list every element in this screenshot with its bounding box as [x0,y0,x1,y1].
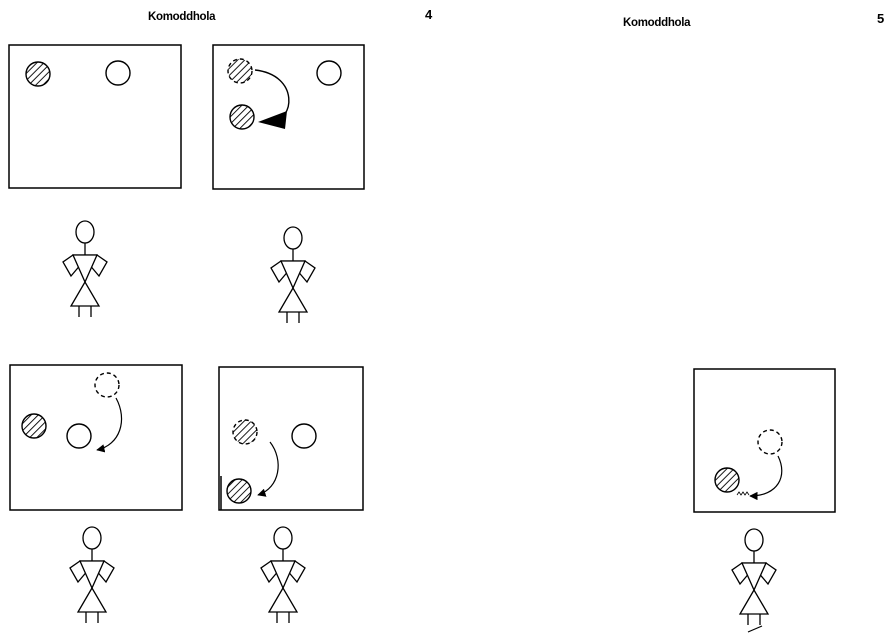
open-dancer-circle [316,60,342,86]
dancer-figure-icon [270,226,316,324]
dance-floor-box [218,366,364,511]
hatched-dancer-circle [21,413,47,439]
hatched-dancer-circle [226,478,252,504]
hatched-dancer-circle [714,467,740,493]
page-5-number: 5 [877,11,884,26]
dashed-start-circle [227,58,253,84]
dancer-figure-icon [731,528,777,626]
dance-floor-box [212,44,365,190]
dancer-figure-icon [69,526,115,624]
dashed-start-circle [757,429,783,455]
dancer-figure-icon [62,220,108,318]
open-dancer-circle [66,423,92,449]
dance-floor-box [693,368,836,513]
dance-floor-box [9,364,183,511]
hatched-dancer-circle [229,104,255,130]
small-squiggle-mark [736,491,750,496]
page-4-title: Komoddhola [148,11,216,23]
hatched-dancer-circle [25,61,51,87]
page-4-number: 4 [425,7,432,22]
arrowhead-icon [258,111,287,129]
dashed-start-circle [94,372,120,398]
panel-5 [693,368,836,513]
panel-3 [9,364,183,511]
dance-floor-box [8,44,182,189]
feet-stroke-mark [747,625,763,633]
open-dancer-circle [105,60,131,86]
dancer-figure-icon [260,526,306,624]
dashed-start-circle [232,419,258,445]
page-5-title: Komoddhola [623,17,691,29]
open-dancer-circle [291,423,317,449]
panel-1 [8,44,182,189]
movement-arrow-path [257,441,279,497]
panel-2 [212,44,365,190]
panel-4 [218,366,364,511]
movement-arrow-path [96,397,123,453]
movement-arrow-path [749,455,783,501]
